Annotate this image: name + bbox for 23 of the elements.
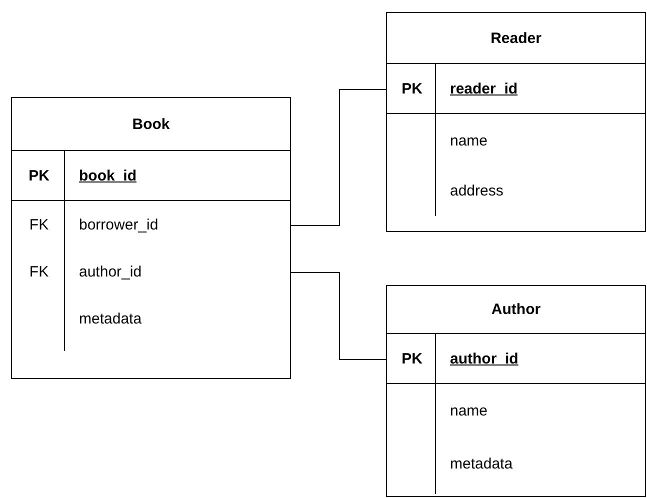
table-title: Author	[490, 301, 542, 318]
relationship-line	[290, 272, 386, 360]
table-title: Book	[131, 116, 171, 132]
key-marker: FK	[28, 216, 50, 233]
column-name: book_id	[79, 167, 137, 184]
column-name: author_id	[79, 263, 142, 280]
column-name: name	[450, 402, 488, 419]
column-name: metadata	[450, 455, 513, 472]
entity-table	[386, 285, 646, 497]
table-title: Reader	[490, 30, 542, 46]
column-name: author_id	[450, 350, 518, 367]
column-name: reader_id	[450, 80, 518, 97]
column-name: address	[450, 182, 504, 199]
key-marker: PK	[400, 350, 424, 367]
column-name: borrower_id	[79, 216, 158, 233]
key-marker: PK	[400, 80, 424, 97]
entity-table	[386, 12, 646, 232]
key-marker: FK	[28, 263, 50, 280]
column-name: metadata	[79, 310, 142, 327]
key-marker: PK	[28, 167, 50, 184]
entity-table	[11, 97, 291, 379]
column-name: name	[450, 132, 488, 149]
relationship-line	[290, 89, 386, 226]
